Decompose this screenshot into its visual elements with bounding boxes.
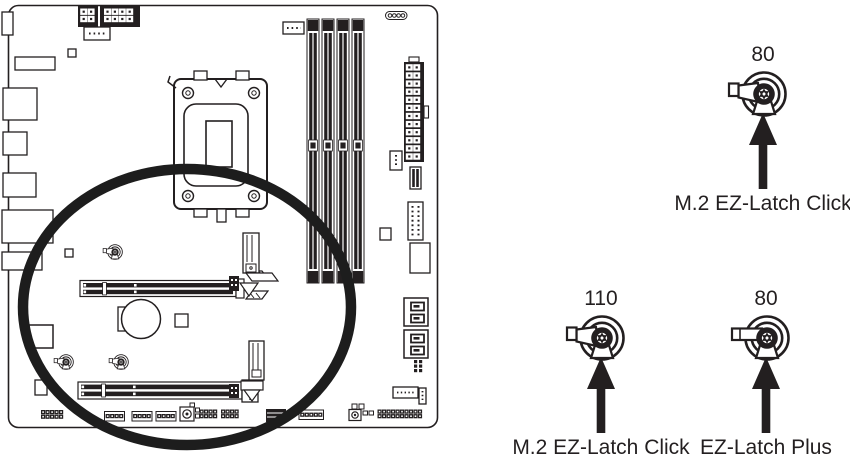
arrow-up-icon	[587, 357, 615, 433]
latch-length-value: 110	[584, 287, 618, 310]
m2-connector-1	[229, 232, 280, 298]
mounting-hole	[67, 48, 77, 58]
dimm-slot	[321, 18, 335, 284]
dimm-slot	[336, 18, 350, 284]
latch-label: M.2 EZ-Latch Click	[674, 192, 850, 215]
jumper-block	[174, 313, 189, 328]
latch-length-value: 80	[751, 43, 775, 66]
sata-ports	[403, 297, 429, 373]
callout-m2-ez-latch-click-80: 80 M.2 EZ-Latch Click	[653, 44, 850, 214]
latch-label: EZ-Latch Plus	[700, 436, 832, 459]
callout-m2-ez-latch-click-110: 110 M.2 EZ-Latch Click	[491, 288, 711, 458]
latch-length-value: 80	[754, 287, 778, 310]
highlight-oval	[17, 163, 357, 451]
motherboard-diagram	[1, 4, 439, 451]
latch-label: M.2 EZ-Latch Click	[512, 436, 690, 459]
cpu-socket	[167, 70, 268, 223]
callout-ez-latch-plus-80: 80 EZ-Latch Plus	[656, 288, 850, 458]
clear-cmos-cluster	[348, 403, 374, 422]
dimm-slots	[306, 18, 365, 284]
mounting-hole	[64, 248, 74, 258]
dimm-slot	[351, 18, 365, 284]
front-panel-connectors	[379, 150, 431, 274]
fan-header	[282, 21, 305, 35]
arrow-up-icon	[752, 357, 780, 433]
debug-led-cluster	[385, 11, 408, 20]
usb-header	[392, 386, 427, 405]
rear-io-ports	[1, 11, 56, 396]
m2-connector-2	[229, 340, 265, 403]
arrow-up-icon	[749, 113, 777, 189]
cmos-battery	[117, 298, 162, 340]
socket-screw	[181, 86, 261, 203]
dimm-slot	[306, 18, 320, 284]
cpu-power-connector	[78, 6, 140, 41]
atx-24pin-connector	[404, 56, 430, 162]
